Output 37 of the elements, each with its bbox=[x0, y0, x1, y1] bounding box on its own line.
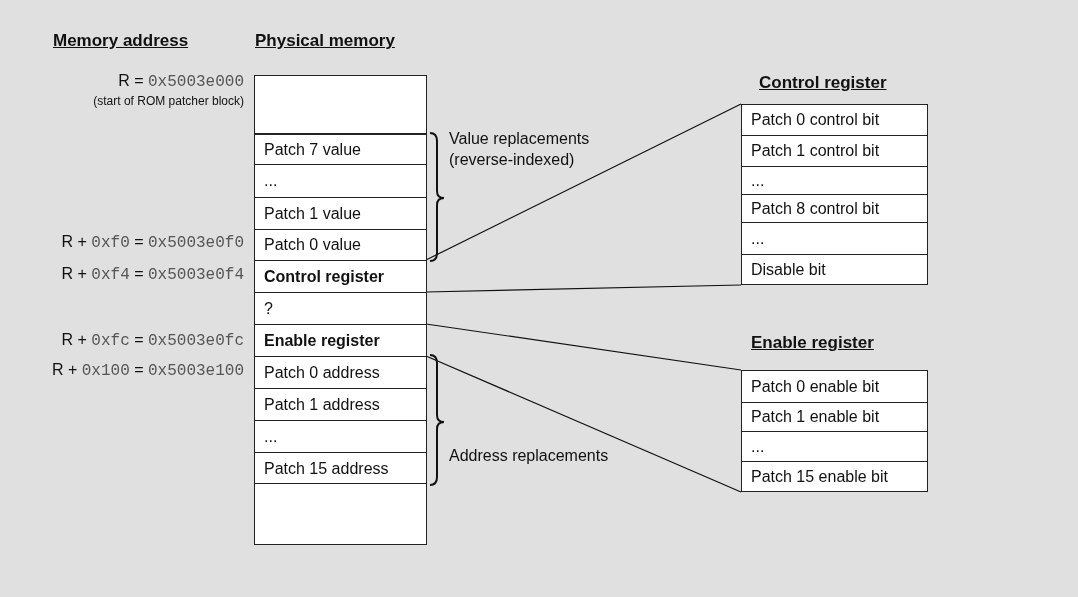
memory-cell: Patch 0 value bbox=[255, 229, 426, 260]
address-label: R + 0xf0 = 0x5003e0f0 bbox=[61, 233, 244, 252]
address-label: R + 0xf4 = 0x5003e0f4 bbox=[61, 265, 244, 284]
memory-cell: Patch 1 address bbox=[255, 388, 426, 420]
memory-cell: ... bbox=[255, 164, 426, 197]
memory-cell: ? bbox=[255, 292, 426, 324]
column-heading: Enable register bbox=[751, 333, 874, 353]
column-heading: Physical memory bbox=[255, 31, 395, 51]
memory-cell: Enable register bbox=[255, 324, 426, 356]
note: (start of ROM patcher block) bbox=[93, 94, 244, 108]
memory-cell: ... bbox=[255, 420, 426, 452]
register-row: Patch 0 enable bit bbox=[742, 371, 927, 402]
column-heading: Memory address bbox=[53, 31, 189, 51]
connector-line bbox=[425, 103, 742, 261]
register-row: Patch 8 control bit bbox=[742, 194, 927, 222]
empty-memory-cell bbox=[254, 483, 427, 545]
memory-cell: Patch 7 value bbox=[255, 134, 426, 164]
memory-cell: Control register bbox=[255, 260, 426, 292]
register-row: ... bbox=[742, 222, 927, 254]
bracket-label: Value replacements (reverse-indexed) bbox=[449, 129, 591, 170]
memory-cell: Patch 0 address bbox=[255, 356, 426, 388]
column-heading: Control register bbox=[759, 73, 887, 93]
register-row: Patch 1 enable bit bbox=[742, 402, 927, 431]
bracket-label: Address replacements bbox=[449, 447, 609, 465]
memory-cell: Patch 1 value bbox=[255, 197, 426, 229]
register-row: Patch 15 enable bit bbox=[742, 461, 927, 492]
connector-line bbox=[425, 323, 742, 371]
address-label: R = 0x5003e000 bbox=[118, 72, 244, 91]
register-row: Patch 1 control bit bbox=[742, 135, 927, 166]
connector-line bbox=[425, 284, 742, 293]
address-label: R + 0xfc = 0x5003e0fc bbox=[61, 331, 244, 350]
register-row: Patch 0 control bit bbox=[742, 105, 927, 135]
register-row: ... bbox=[742, 431, 927, 461]
register-row: Disable bit bbox=[742, 254, 927, 285]
register-row: ... bbox=[742, 166, 927, 194]
address-label: R + 0x100 = 0x5003e100 bbox=[51, 361, 244, 380]
connector-line bbox=[425, 355, 742, 493]
